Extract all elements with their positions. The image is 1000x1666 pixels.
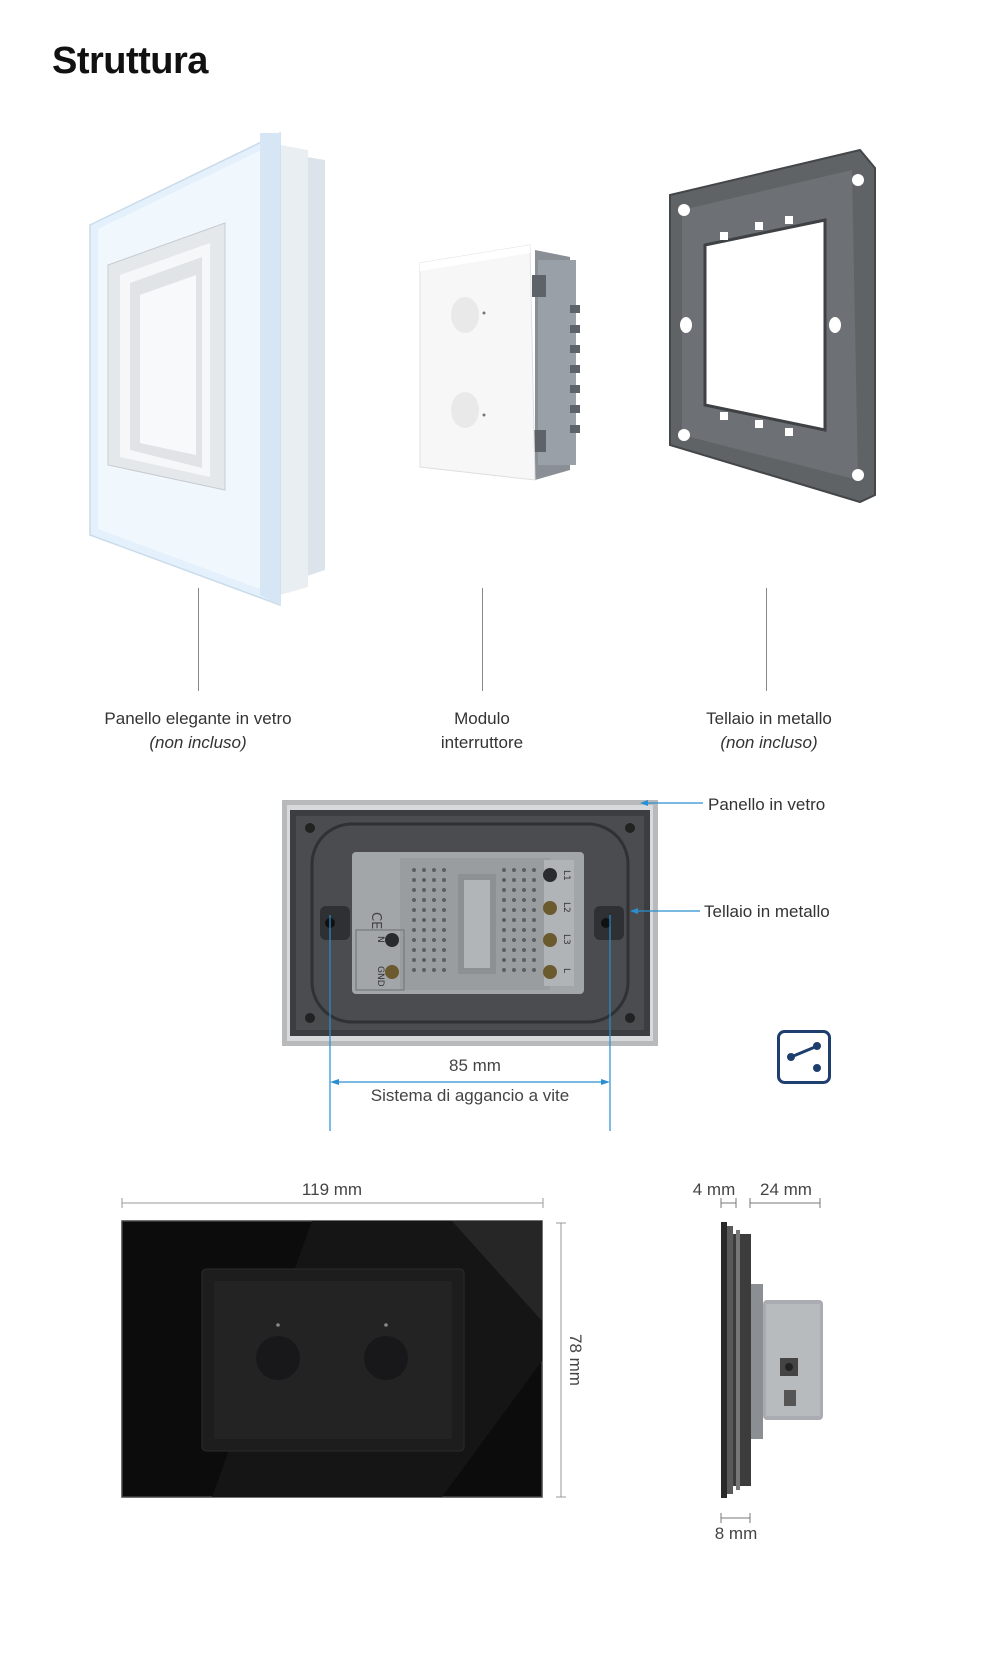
side-view-image (721, 1222, 823, 1498)
terminal-gnd: GND (375, 966, 385, 987)
pointer-line-frame (766, 588, 767, 691)
caption-module-line1: Modulo (454, 709, 510, 728)
caption-metal-frame: Tellaio in metallo (non incluso) (666, 707, 872, 755)
terminal-l: L (561, 968, 571, 973)
label-glass-panel: Panello in vetro (708, 795, 826, 814)
pointer-line-module (482, 588, 483, 691)
back-view-image: CE L1 L2 L3 L N GND (282, 800, 658, 1046)
caption-metal-frame-name: Tellaio in metallo (706, 709, 832, 728)
pointer-line-glass (198, 588, 199, 691)
dim-back-width: 85 mm (449, 1056, 501, 1075)
label-screw-mount: Sistema di aggancio a vite (370, 1086, 570, 1105)
terminal-l1: L1 (561, 870, 571, 881)
dim-side-glass: 4 mm (692, 1180, 736, 1199)
ce-mark: CE (368, 912, 383, 929)
page-title: Struttura (52, 40, 208, 82)
caption-glass-panel: Panello elegante in vetro (non incluso) (70, 707, 326, 755)
dim-side-depth: 24 mm (760, 1180, 812, 1199)
switch-module-image (419, 244, 580, 481)
label-metal-frame: Tellaio in metallo (704, 902, 830, 921)
caption-switch-module: Modulo interruttore (382, 707, 582, 755)
switch-2way-icon (777, 1030, 831, 1084)
dim-front-width: 119 mm (301, 1180, 363, 1199)
dim-side-bottom: 8 mm (714, 1524, 758, 1543)
caption-metal-frame-note: (non incluso) (720, 733, 818, 752)
terminal-l3: L3 (561, 934, 571, 945)
terminal-n: N (375, 936, 385, 943)
metal-frame-image (669, 148, 876, 504)
front-view-image (121, 1220, 543, 1498)
glass-panel-image (89, 131, 325, 607)
caption-glass-panel-note: (non incluso) (149, 733, 247, 752)
terminal-l2: L2 (561, 902, 571, 913)
caption-glass-panel-name: Panello elegante in vetro (104, 709, 292, 728)
caption-module-line2: interruttore (440, 733, 524, 752)
